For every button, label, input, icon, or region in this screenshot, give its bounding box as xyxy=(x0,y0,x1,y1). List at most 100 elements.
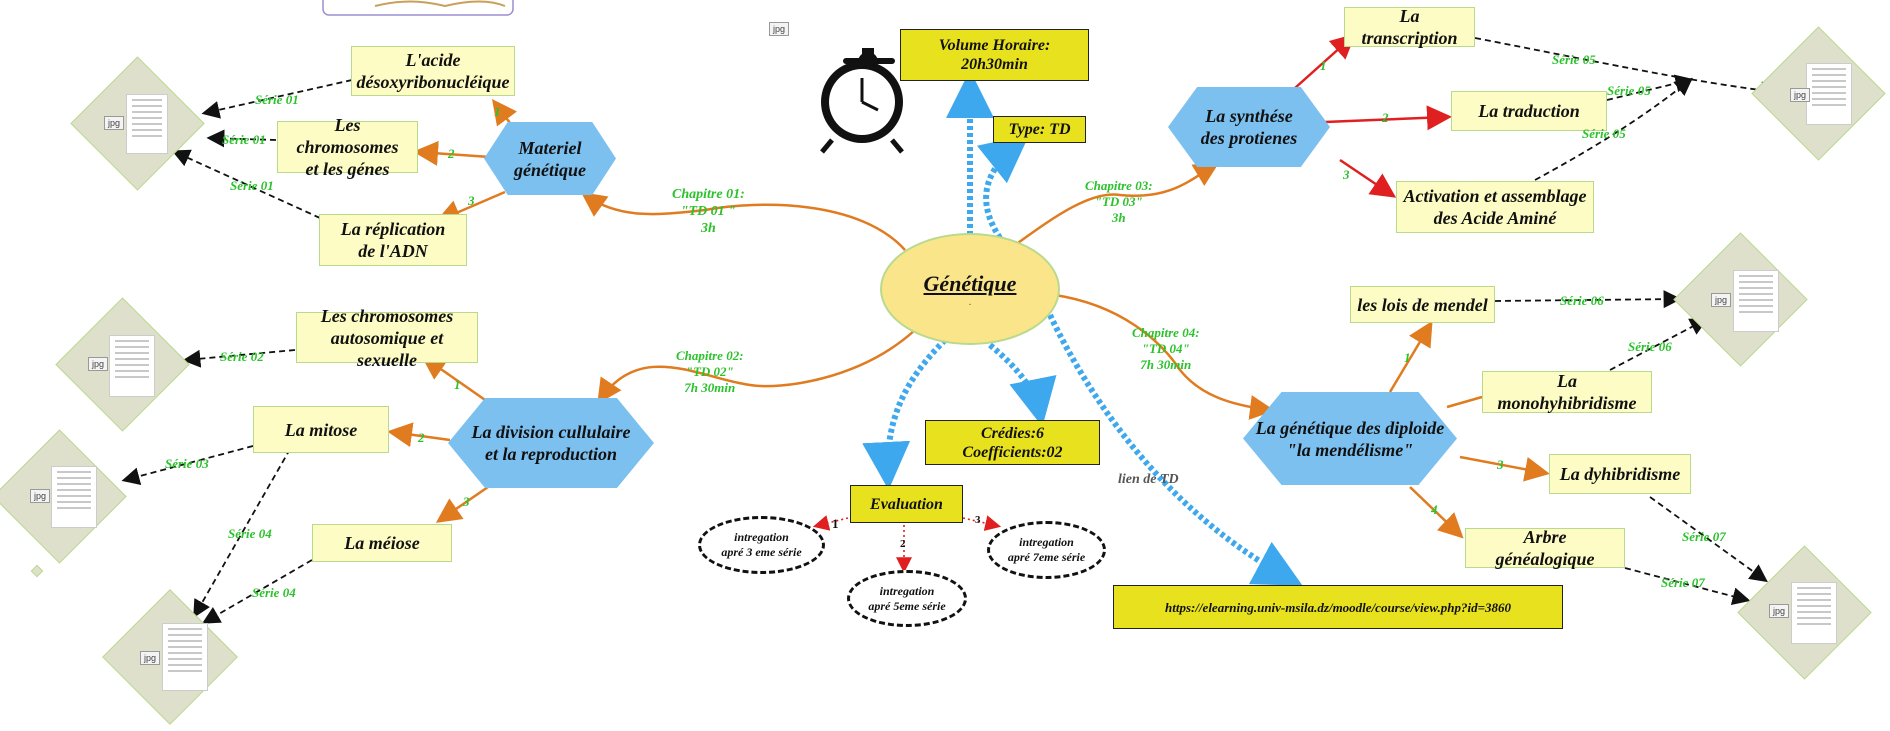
chapter-03-label: Chapitre 03: "TD 03" 3h xyxy=(1085,178,1153,226)
chapter-02-label: Chapitre 02: "TD 02" 7h 30min xyxy=(676,348,744,396)
topic-adn-l2: désoxyribonucléique xyxy=(356,72,510,92)
evaluation-box[interactable]: Evaluation xyxy=(850,485,963,523)
link-label: lien de TD xyxy=(1118,472,1179,487)
topic-activ-l1: Activation et assemblage xyxy=(1403,186,1587,206)
hub2-line2: et la reproduction xyxy=(484,444,617,464)
step-number: 1 xyxy=(454,377,461,392)
hub1-line2: génétique xyxy=(514,159,586,180)
topic-mono-label: La monohyhibridisme xyxy=(1497,371,1637,413)
document-page-icon xyxy=(1733,270,1779,332)
credits-line1: Crédies:6 xyxy=(980,424,1045,442)
chapter-04-label: Chapitre 04: "TD 04" 7h 30min xyxy=(1132,325,1200,373)
topic-traduction-label: La traduction xyxy=(1478,101,1580,121)
course-link-box[interactable]: https://elearning.univ-msila.dz/moodle/c… xyxy=(1113,585,1563,629)
chapter-01-label: Chapitre 01: "TD 01 " 3h xyxy=(672,186,745,237)
chapter-03-td: "TD 03" xyxy=(1094,194,1143,209)
chapter-02-hours: 7h 30min xyxy=(684,380,736,395)
eval1-line2: apré 3 eme série xyxy=(721,545,802,559)
serie-label: Série 07 xyxy=(1682,529,1726,544)
jpg-tag: jpg xyxy=(104,116,125,130)
chapter-02-td: "TD 02" xyxy=(685,364,734,379)
serie-label: Série 01 xyxy=(255,92,299,107)
topic-arbre-label: Arbre généalogique xyxy=(1495,527,1595,569)
topic-traduction[interactable]: La traduction xyxy=(1451,91,1607,131)
document-page-icon xyxy=(109,335,155,397)
serie-label: Série 06 xyxy=(1560,293,1604,308)
center-dot: . xyxy=(968,296,972,308)
credits-box: Crédies:6 Coefficients:02 xyxy=(925,420,1100,465)
alarm-clock-icon xyxy=(820,48,904,154)
topic-arbre-genealogique[interactable]: Arbre généalogique xyxy=(1465,527,1625,569)
serie-label: Série 05 xyxy=(1607,83,1651,98)
topic-repl-l1: La réplication xyxy=(340,219,446,239)
chapter-04-td: "TD 04" xyxy=(1141,341,1190,356)
serie-label: Série 05 xyxy=(1582,126,1626,141)
chapter-02-title: Chapitre 02: xyxy=(676,348,744,363)
course-url[interactable]: https://elearning.univ-msila.dz/moodle/c… xyxy=(1164,599,1512,615)
center-node: Génétique . xyxy=(880,233,1060,345)
step-number: 3 xyxy=(463,494,470,509)
serie-label: Série 04 xyxy=(252,585,296,600)
topic-transcription[interactable]: La transcription xyxy=(1344,6,1475,48)
jpg-tag: jpg xyxy=(140,651,161,665)
jpg-tag: jpg xyxy=(30,489,51,503)
step-number: 1 xyxy=(494,104,501,119)
chapter-04-hours: 7h 30min xyxy=(1140,357,1192,372)
document-page-icon xyxy=(51,466,97,528)
jpg-tag: jpg xyxy=(1790,88,1811,102)
chapter-03-title: Chapitre 03: xyxy=(1085,178,1153,193)
step-number: 3 xyxy=(975,514,981,526)
eval2-line1: intregation xyxy=(879,583,935,598)
serie-label: Série 04 xyxy=(228,526,272,541)
topic-lois-mendel[interactable]: les lois de mendel xyxy=(1350,286,1495,323)
topic-monohybridisme[interactable]: La monohyhibridisme xyxy=(1482,371,1652,413)
serie-label: Série 03 xyxy=(165,456,209,471)
topic-adn-l1: L'acide xyxy=(405,50,461,70)
hub3-line1: La synthése xyxy=(1205,106,1293,126)
topic-auto-l2: autosomique et sexuelle xyxy=(330,327,444,370)
step-number: 1 xyxy=(1320,58,1327,73)
document-page-icon xyxy=(1791,582,1837,644)
topic-mitose[interactable]: La mitose xyxy=(253,406,389,453)
topic-dihybridisme[interactable]: La dyhibridisme xyxy=(1549,454,1691,494)
eval1-line1: intregation xyxy=(734,530,789,544)
chapter-01-td: "TD 01 " xyxy=(680,204,736,219)
topic-meiose-label: La méiose xyxy=(344,533,420,553)
chapter-01-title: Chapitre 01: xyxy=(672,187,745,202)
topic-meiose[interactable]: La méiose xyxy=(312,524,452,562)
topic-activ-l2: des Acide Aminé xyxy=(1433,208,1557,228)
topic-repl-l2: de l'ADN xyxy=(358,241,428,261)
step-number: 3 xyxy=(1497,457,1504,472)
credits-line2: Coefficients:02 xyxy=(962,443,1063,461)
serie-label: Série 07 xyxy=(1661,575,1705,590)
volume-box: Volume Horaire: 20h30min xyxy=(900,29,1089,81)
serie-label: Série 05 xyxy=(1552,52,1596,67)
hub1-line1: Materiel xyxy=(518,137,582,158)
document-page-icon xyxy=(126,94,168,154)
hub-genetique-diploide[interactable]: La génétique des diploide"la mendélisme" xyxy=(1243,392,1457,485)
serie-label: Série 02 xyxy=(220,349,264,364)
topic-transcription-label: La transcription xyxy=(1361,6,1458,48)
type-box: Type: TD xyxy=(993,116,1086,143)
evaluation-label: Evaluation xyxy=(870,495,943,513)
chapter-01-hours: 3h xyxy=(700,221,716,236)
center-title: Génétique xyxy=(923,270,1017,296)
topic-chrom-l1: Les chromosomes xyxy=(296,115,399,157)
topic-dihy-label: La dyhibridisme xyxy=(1559,464,1681,484)
step-number: 2 xyxy=(1382,110,1389,125)
step-number: 2 xyxy=(418,430,425,445)
serie-label: Série 06 xyxy=(1628,339,1672,354)
hub3-line2: des protienes xyxy=(1200,128,1298,148)
